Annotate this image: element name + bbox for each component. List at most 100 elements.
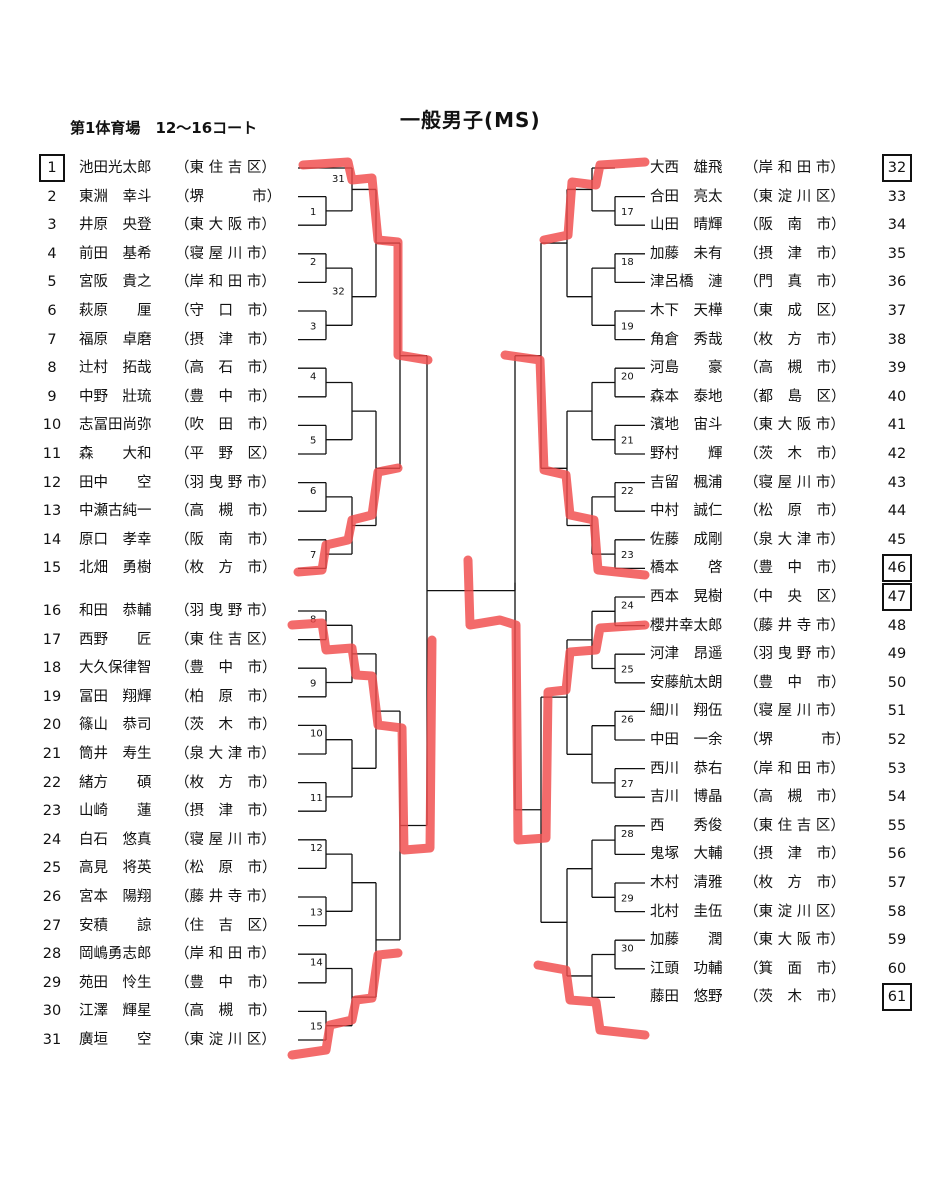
player-affiliation: （茨 木 市） bbox=[744, 989, 846, 1006]
player-number: 38 bbox=[887, 331, 907, 348]
player-number: 17 bbox=[42, 631, 62, 648]
player-affiliation: （茨 木 市） bbox=[744, 446, 846, 462]
player-number: 15 bbox=[42, 560, 62, 577]
player-name: 中村 誠仁 bbox=[650, 503, 723, 520]
player-name: 加藤 潤 bbox=[650, 932, 723, 949]
marker-left-bottom-a bbox=[287, 618, 437, 855]
player-affiliation: （東 淀 川 区） bbox=[744, 903, 845, 920]
player-number: 18 bbox=[42, 660, 62, 677]
marker-left-top-a bbox=[298, 157, 433, 365]
player-number: 20 bbox=[42, 717, 62, 734]
player-row: 34 山田 晴輝 （阪 南 市） bbox=[650, 213, 920, 237]
match-number: 18 bbox=[621, 257, 634, 268]
player-affiliation: （寝 屋 川 市） bbox=[744, 474, 845, 491]
match-number: 27 bbox=[621, 779, 634, 790]
player-name: 大久保律智 bbox=[79, 660, 152, 677]
player-name: 辻村 拓哉 bbox=[79, 360, 152, 377]
player-affiliation: （枚 方 市） bbox=[744, 875, 846, 891]
match-number: 3 bbox=[310, 321, 316, 332]
player-name: 吉留 楓浦 bbox=[650, 474, 723, 491]
player-name: 原口 孝幸 bbox=[79, 531, 152, 548]
player-number: 1 bbox=[39, 154, 65, 182]
player-affiliation: （阪 南 市） bbox=[744, 217, 846, 234]
player-name: 合田 亮太 bbox=[650, 188, 723, 205]
player-affiliation: （岸 和 田 市） bbox=[744, 760, 845, 777]
player-number: 52 bbox=[887, 732, 907, 748]
player-number: 31 bbox=[42, 1032, 62, 1048]
player-name: 和田 恭輔 bbox=[79, 603, 152, 619]
player-number: 34 bbox=[887, 217, 907, 234]
player-affiliation: （阪 南 市） bbox=[175, 531, 277, 548]
player-affiliation: （東 住 吉 区） bbox=[744, 817, 845, 834]
marker-right-top-a bbox=[539, 157, 650, 245]
player-name: 岡嶋勇志郎 bbox=[79, 946, 152, 963]
player-name: 福原 卓磨 bbox=[79, 331, 152, 348]
player-affiliation: （高 槻 市） bbox=[744, 789, 846, 806]
player-affiliation: （枚 方 市） bbox=[744, 331, 846, 348]
player-affiliation: （高 槻 市） bbox=[744, 360, 846, 377]
player-name: 濱地 宙斗 bbox=[650, 417, 723, 434]
player-affiliation: （松 原 市） bbox=[744, 503, 846, 520]
player-name: 筒井 寿生 bbox=[79, 746, 152, 762]
player-name: 北畑 勇樹 bbox=[79, 560, 152, 577]
player-number: 16 bbox=[42, 603, 62, 619]
player-number: 39 bbox=[887, 360, 907, 377]
player-affiliation: （箕 面 市） bbox=[744, 960, 846, 977]
match-number: 4 bbox=[310, 372, 316, 383]
player-affiliation: （東 大 阪 市） bbox=[744, 417, 845, 434]
player-affiliation: （岸 和 田 市） bbox=[744, 160, 845, 176]
player-number: 36 bbox=[887, 274, 907, 291]
player-name: 安藤航太朗 bbox=[650, 674, 723, 691]
player-affiliation: （豊 中 市） bbox=[175, 660, 277, 677]
player-affiliation: （泉 大 津 市） bbox=[744, 531, 845, 548]
player-affiliation: （藤 井 寺 市） bbox=[175, 889, 276, 905]
player-affiliation: （高 槻 市） bbox=[175, 503, 277, 520]
player-affiliation: （東 成 区） bbox=[744, 303, 846, 319]
player-number: 53 bbox=[887, 760, 907, 777]
player-number: 25 bbox=[42, 860, 62, 877]
player-affiliation: （羽 曳 野 市） bbox=[175, 603, 276, 619]
player-affiliation: （摂 津 市） bbox=[175, 331, 277, 348]
player-affiliation: （豊 中 市） bbox=[744, 674, 846, 691]
player-number: 3 bbox=[47, 217, 57, 234]
player-number: 21 bbox=[42, 746, 62, 762]
marker-left-top-b bbox=[293, 463, 403, 577]
player-name: 山田 晴輝 bbox=[650, 217, 723, 234]
player-name: 苑田 怜生 bbox=[79, 974, 152, 991]
player-affiliation: （枚 方 市） bbox=[175, 560, 277, 577]
match-number: 1 bbox=[310, 207, 316, 218]
match-number: 29 bbox=[621, 893, 634, 904]
player-name: 白石 悠真 bbox=[79, 831, 152, 848]
player-name: 中田 一余 bbox=[650, 732, 723, 748]
match-number: 31 bbox=[332, 174, 345, 185]
player-number: 8 bbox=[47, 360, 57, 377]
player-number: 28 bbox=[42, 946, 62, 963]
marker-left-bottom-b bbox=[287, 948, 403, 1060]
match-number: 17 bbox=[621, 207, 634, 218]
player-row: 16 和田 恭輔 （羽 曳 野 市） bbox=[41, 599, 311, 623]
player-affiliation: （高 槻 市） bbox=[175, 1003, 277, 1020]
player-number: 50 bbox=[887, 674, 907, 691]
player-number: 14 bbox=[42, 531, 62, 548]
player-number: 56 bbox=[887, 846, 907, 863]
